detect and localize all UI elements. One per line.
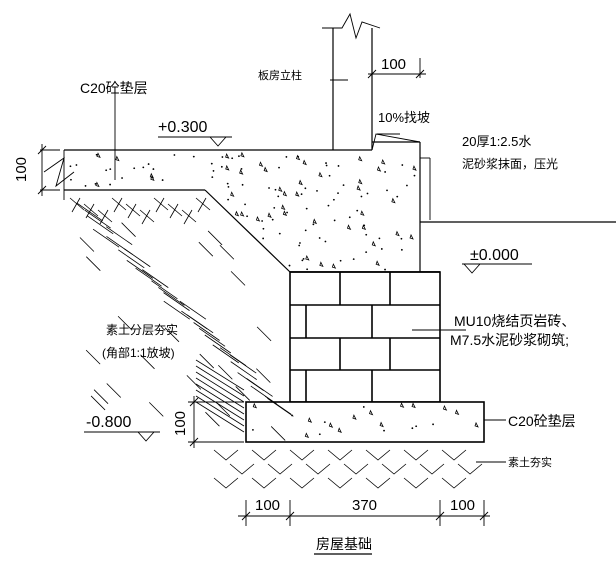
elevation-marker-bottom	[84, 431, 160, 442]
footing-pad	[245, 401, 485, 443]
elevation-marker-top	[158, 136, 232, 147]
brick-wall-body	[289, 271, 441, 403]
column-label: 板房立柱	[258, 68, 302, 82]
leader-lines	[114, 58, 506, 463]
soil-hatching	[69, 197, 483, 489]
soil-line2: (角部1:1放坡)	[102, 345, 175, 360]
c20-bottom-label: C20砼垫层	[508, 413, 576, 429]
concrete-speckles	[69, 151, 479, 439]
elevation-top-label: +0.300	[158, 119, 207, 136]
soil-bottom-label: 素土夯实	[508, 455, 552, 469]
drawing-title: 房屋基础	[316, 536, 372, 552]
slope-label: 10%找坡	[378, 110, 430, 125]
brick-line2: M7.5水泥砂浆砌筑;	[450, 332, 569, 348]
dim-bottom-left: 100	[255, 497, 280, 514]
dim-100-left-top: 100	[13, 157, 30, 182]
dimension-left-bottom	[188, 396, 244, 448]
soil-line1: 素土分层夯实	[106, 322, 178, 337]
plaster-line1: 20厚1:2.5水	[462, 134, 531, 149]
elevation-marker-zero	[462, 263, 532, 274]
plaster-line2: 泥砂浆抹面，压光	[462, 156, 558, 171]
footing-pad-body	[245, 401, 485, 443]
c20-top-label: C20砼垫层	[80, 80, 148, 96]
brick-line1: MU10烧结页岩砖、	[454, 313, 575, 329]
dim-bottom-mid: 370	[352, 497, 377, 514]
dimension-bottom	[238, 500, 490, 526]
dim-bottom-right: 100	[450, 497, 475, 514]
elevation-bottom-label: -0.800	[86, 414, 131, 431]
dim-100-left-bottom: 100	[172, 411, 189, 436]
brick-wall	[289, 271, 441, 403]
upper-slab	[43, 133, 616, 273]
column	[322, 12, 381, 150]
dimension-left-top	[37, 144, 60, 196]
elevation-zero-label: ±0.000	[470, 247, 519, 264]
dim-100-right: 100	[381, 56, 406, 73]
